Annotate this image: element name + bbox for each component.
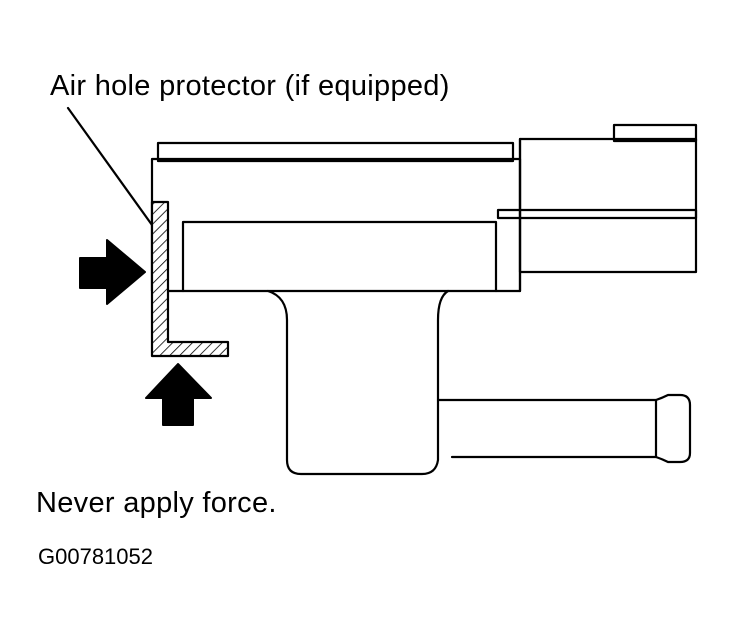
main-housing	[150, 157, 522, 293]
bottom-force-arrow-icon	[145, 363, 212, 426]
callout-leader-line	[66, 106, 154, 227]
caution-text: Never apply force.	[36, 487, 277, 519]
hose-nipple	[436, 393, 692, 464]
callout-label: Air hole protector (if equipped)	[50, 70, 450, 102]
side-force-arrow-icon	[79, 239, 146, 305]
figure-code: G00781052	[38, 544, 153, 569]
top-cap-plate	[156, 141, 515, 163]
inner-recess	[181, 220, 498, 293]
electrical-connector	[496, 123, 698, 293]
air-hole-protector	[150, 200, 230, 358]
lower-stem-body	[266, 289, 450, 476]
